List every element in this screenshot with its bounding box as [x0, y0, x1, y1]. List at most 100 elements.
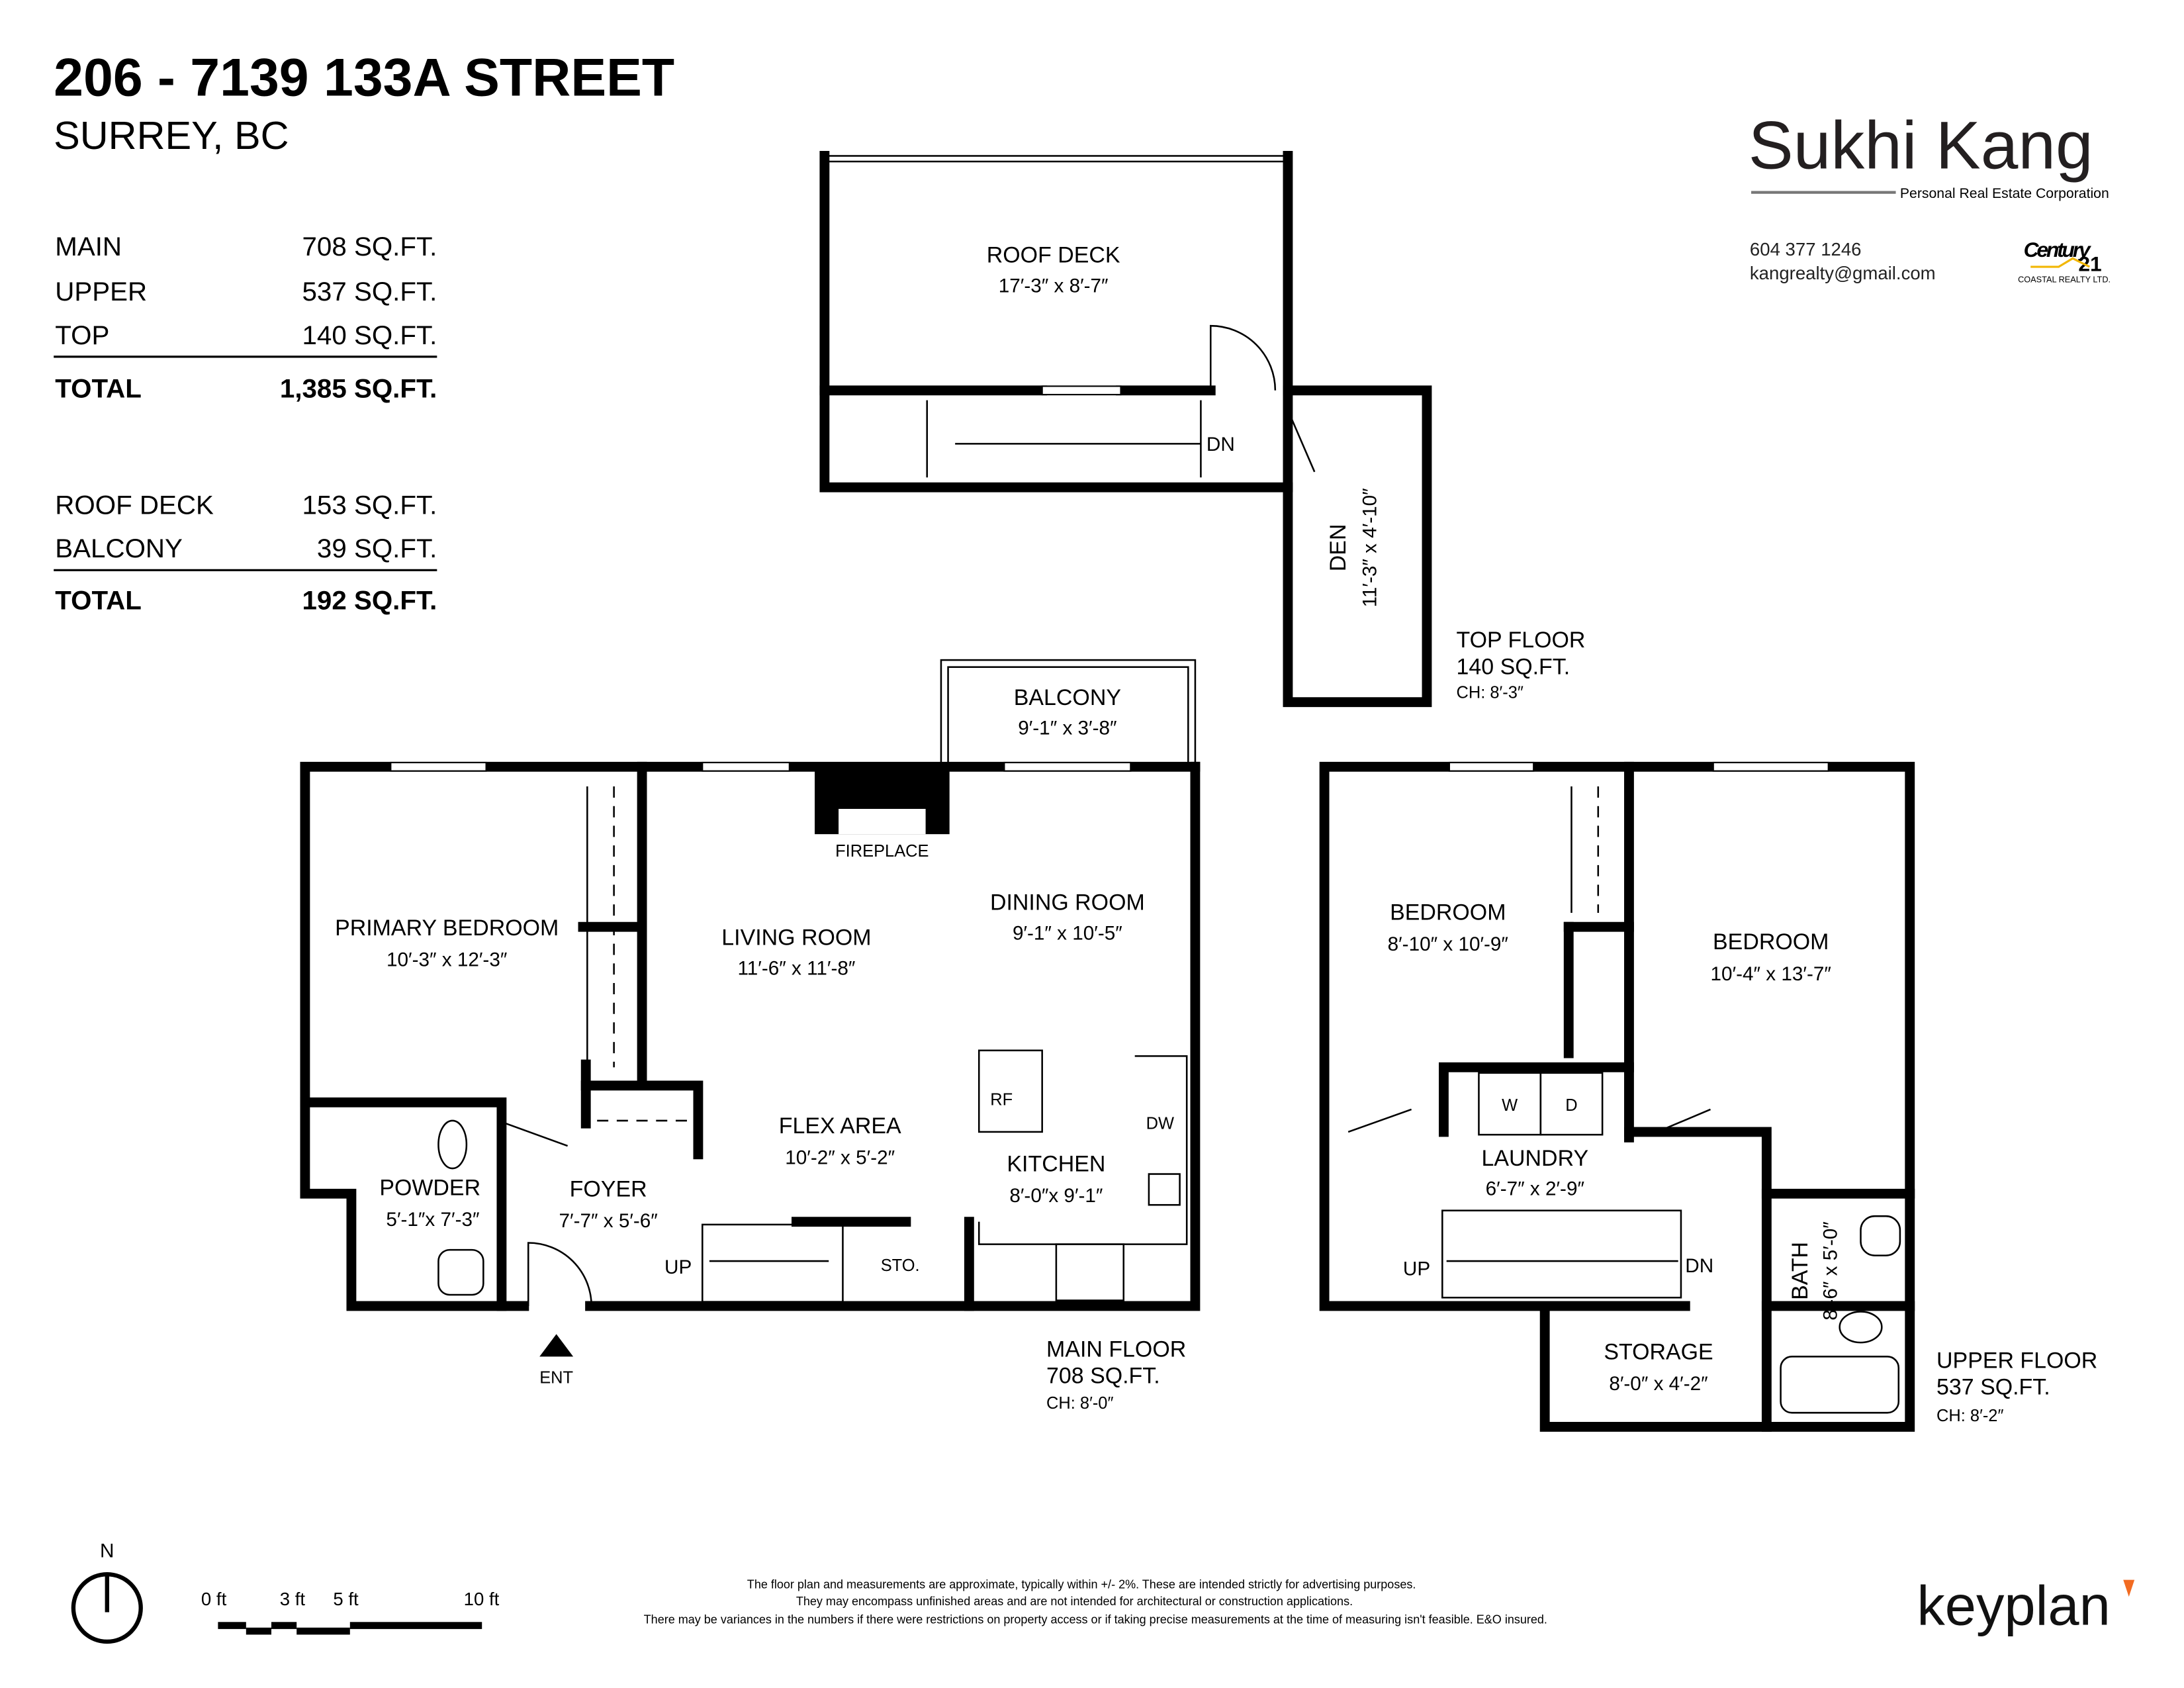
brand-name: keyplan — [1917, 1574, 2110, 1637]
room-name: LAUNDRY — [1482, 1146, 1589, 1171]
disclaimer: The floor plan and measurements are appr… — [644, 1577, 1547, 1626]
room-dim: 9′-1″ x 3′-8″ — [1018, 718, 1116, 739]
scale-tick: 3 ft — [280, 1589, 306, 1609]
area-value: 708 SQ.FT. — [302, 232, 437, 261]
room-name: BATH — [1788, 1242, 1813, 1300]
area-value: 140 SQ.FT. — [302, 320, 437, 350]
agent-phone: 604 377 1246 — [1750, 239, 1862, 259]
scale-bar: 0 ft 3 ft 5 ft 10 ft — [201, 1589, 500, 1635]
refrigerator — [978, 1049, 1043, 1133]
room-dim: 10′-2″ x 5′-2″ — [785, 1147, 895, 1169]
dw-label: DW — [1146, 1115, 1174, 1133]
svg-text:Century: Century — [2024, 238, 2092, 261]
room-dim: 8′-0″ x 4′-2″ — [1609, 1373, 1707, 1395]
room-dim: 8′-0″x 9′-1″ — [1009, 1185, 1103, 1207]
agent-name: Sukhi Kang — [1749, 108, 2093, 183]
floor-name: UPPER FLOOR — [1936, 1348, 2097, 1373]
area-table: MAIN 708 SQ.FT. UPPER 537 SQ.FT. TOP 140… — [54, 232, 437, 616]
down-label: DN — [1685, 1255, 1713, 1277]
dryer-label: D — [1565, 1096, 1577, 1115]
floor-area: 537 SQ.FT. — [1936, 1375, 2050, 1400]
room-dim: 6′-7″ x 2′-9″ — [1486, 1178, 1584, 1199]
room-name: DEN — [1326, 524, 1351, 572]
ceiling-height: CH: 8′-2″ — [1936, 1407, 2003, 1425]
area-label: ROOF DECK — [55, 490, 214, 520]
kitchen-sink — [1148, 1173, 1181, 1206]
century21-logo: Century 21 COASTAL REALTY LTD. — [2018, 238, 2111, 284]
floor-name: TOP FLOOR — [1457, 628, 1586, 653]
stairs — [702, 1223, 844, 1303]
top-floor-plan: DN ROOF DECK 17′-3″ x 8′-7″ DEN 11′-3″ x… — [819, 151, 1586, 708]
bath-sink — [1860, 1215, 1901, 1256]
agent-branding: Sukhi Kang Personal Real Estate Corporat… — [1749, 108, 2111, 285]
area-value: 39 SQ.FT. — [317, 534, 437, 563]
entrance-label: ENT — [539, 1369, 573, 1387]
room-dim: 8′-10″ x 10′-9″ — [1388, 933, 1508, 955]
room-dim: 5′-1″x 7′-3″ — [386, 1209, 479, 1231]
room-name: DINING ROOM — [990, 890, 1145, 915]
room-dim: 10′-4″ x 13′-7″ — [1711, 963, 1831, 985]
area-value: 153 SQ.FT. — [302, 490, 437, 520]
stairs — [1441, 1209, 1682, 1299]
room-name: KITCHEN — [1007, 1151, 1105, 1176]
room-name: BEDROOM — [1713, 929, 1829, 955]
entrance-arrow-icon — [539, 1334, 574, 1357]
room-name: PRIMARY BEDROOM — [335, 915, 559, 941]
rf-label: RF — [990, 1091, 1013, 1109]
storage-label: STO. — [881, 1256, 920, 1275]
ceiling-height: CH: 8′-3″ — [1457, 683, 1524, 702]
room-name: ROOF DECK — [987, 243, 1120, 268]
toilet — [437, 1119, 468, 1170]
main-floor-plan: FIREPLACE RF DW UP STO. ENT BALCONY — [300, 659, 1201, 1413]
room-dim: 7′-7″ x 5′-6″ — [559, 1210, 657, 1232]
room-name: STORAGE — [1604, 1340, 1713, 1365]
keyplan-logo: keyplan — [1917, 1574, 2135, 1637]
area-label: BALCONY — [55, 534, 183, 563]
scale-tick: 0 ft — [201, 1589, 227, 1609]
area-value: 537 SQ.FT. — [302, 277, 437, 306]
agent-email: kangrealty@gmail.com — [1750, 263, 1936, 283]
washer-label: W — [1502, 1096, 1518, 1115]
sink — [437, 1248, 484, 1296]
room-dim: 17′-3″ x 8′-7″ — [999, 275, 1109, 297]
fireplace-label: FIREPLACE — [835, 842, 929, 861]
door-swing — [1209, 324, 1277, 391]
total-label: TOTAL — [55, 586, 142, 616]
fox-icon — [2123, 1579, 2135, 1597]
upper-floor-plan: W D UP DN BEDROOM 8′-10″ x 10′-9″ BEDROO… — [1319, 761, 2097, 1432]
total-value: 192 SQ.FT. — [302, 586, 437, 616]
stove — [1055, 1243, 1125, 1301]
dryer — [1539, 1072, 1604, 1136]
total-value: 1,385 SQ.FT. — [280, 373, 437, 403]
room-dim: 9′-1″ x 10′-5″ — [1013, 922, 1122, 944]
balcony-outline — [940, 659, 1197, 768]
north-label: N — [100, 1540, 114, 1562]
area-label: TOP — [55, 320, 109, 350]
room-name: LIVING ROOM — [721, 925, 871, 951]
room-dim: 10′-3″ x 12′-3″ — [387, 949, 507, 971]
disclaimer-line: They may encompass unfinished areas and … — [796, 1595, 1353, 1608]
room-name: FOYER — [570, 1176, 647, 1201]
area-label: MAIN — [55, 232, 122, 261]
stairs — [926, 400, 1202, 478]
ceiling-height: CH: 8′-0″ — [1046, 1394, 1113, 1413]
floor-area: 140 SQ.FT. — [1457, 654, 1570, 679]
room-name: BALCONY — [1014, 685, 1121, 710]
disclaimer-line: There may be variances in the numbers if… — [644, 1613, 1547, 1626]
city-subtitle: SURREY, BC — [54, 113, 289, 158]
room-dim: 11′-3″ x 4′-10″ — [1359, 488, 1381, 607]
scale-tick: 10 ft — [464, 1589, 500, 1609]
brokerage-sub: COASTAL REALTY LTD. — [2018, 274, 2111, 284]
entry-door — [527, 1242, 592, 1306]
scale-tick: 5 ft — [333, 1589, 359, 1609]
total-label: TOTAL — [55, 373, 142, 403]
up-label: UP — [1403, 1258, 1430, 1280]
room-name: FLEX AREA — [779, 1113, 901, 1139]
address-title: 206 - 7139 133A STREET — [54, 48, 674, 107]
room-name: BEDROOM — [1390, 900, 1506, 925]
north-compass-icon: N — [71, 1540, 143, 1644]
disclaimer-line: The floor plan and measurements are appr… — [747, 1577, 1416, 1591]
up-label: UP — [664, 1256, 692, 1278]
bathtub — [1780, 1356, 1900, 1414]
